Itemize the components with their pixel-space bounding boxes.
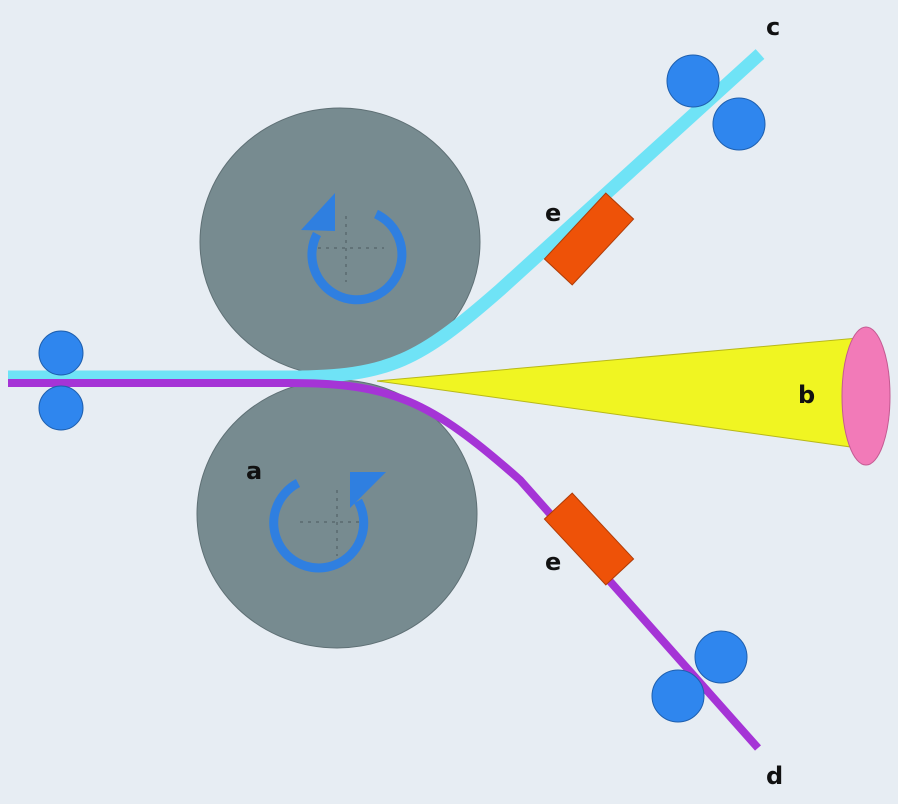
rotation-arrow-icon bbox=[269, 472, 386, 573]
label-c: c bbox=[766, 13, 780, 41]
lower-roller-center-mark bbox=[300, 490, 372, 556]
inlet-guide-rollers bbox=[38, 330, 84, 431]
upper-outlet-guide-rollers bbox=[666, 54, 766, 151]
label-a: a bbox=[246, 457, 262, 485]
upper-roller-center-mark bbox=[310, 216, 384, 282]
label-d: d bbox=[766, 762, 783, 790]
upper-film bbox=[8, 49, 765, 384]
label-e-upper: e bbox=[545, 199, 561, 227]
upper-heater bbox=[543, 192, 635, 286]
label-e-lower: e bbox=[545, 548, 561, 576]
label-b: b bbox=[798, 381, 815, 409]
lower-film bbox=[8, 379, 761, 751]
beam-source bbox=[841, 326, 891, 466]
lower-outlet-guide-rollers bbox=[651, 630, 748, 723]
lower-heater bbox=[543, 492, 635, 586]
rotation-arrow-icon bbox=[301, 193, 407, 305]
